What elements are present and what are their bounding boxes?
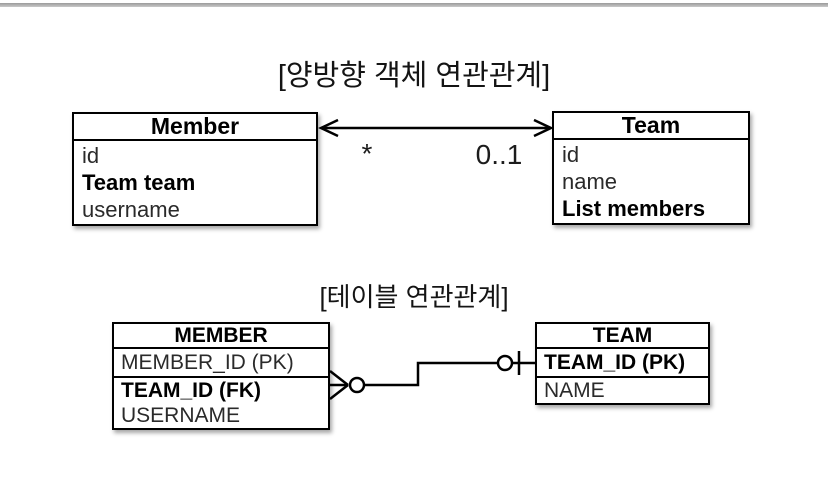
member-class-attributes: id Team team username [74, 141, 316, 224]
member-table-col-teamid: TEAM_ID (FK) [121, 379, 261, 402]
member-multiplicity-label: * [361, 138, 373, 169]
team-table-pk: TEAM_ID (PK) [537, 349, 708, 378]
team-multiplicity-label: 0..1 [475, 139, 523, 170]
team-table-col-name: NAME [544, 379, 605, 402]
crows-foot-relationship-connector [329, 351, 535, 400]
team-attr-name: name [562, 169, 618, 194]
team-table-box: TEAM TEAM_ID (PK) NAME [535, 322, 710, 405]
team-attr-members: List members [562, 196, 706, 221]
member-table-columns: TEAM_ID (FK) USERNAME [114, 378, 328, 428]
member-table-pk: MEMBER_ID (PK) [114, 349, 328, 378]
bidirectional-arrow [318, 118, 554, 138]
member-table-box: MEMBER MEMBER_ID (PK) TEAM_ID (FK) USERN… [112, 322, 330, 430]
member-table-col-username: USERNAME [121, 404, 241, 427]
team-class-attributes: id name List members [554, 140, 748, 223]
top-divider [0, 3, 828, 7]
member-table-name: MEMBER [114, 324, 328, 349]
team-table-name: TEAM [537, 324, 708, 349]
member-class-box: Member id Team team username [72, 112, 318, 226]
team-class-box: Team id name List members [552, 111, 750, 225]
member-attr-username: username [82, 197, 180, 222]
team-class-name: Team [554, 113, 748, 140]
table-diagram-title: [테이블 연관관계] [319, 282, 509, 312]
member-attr-id: id [82, 143, 100, 168]
member-class-name: Member [74, 114, 316, 141]
member-attr-team: Team team [82, 170, 196, 195]
object-diagram-title: [양방향 객체 연관관계] [277, 60, 551, 92]
team-attr-id: id [562, 142, 580, 167]
